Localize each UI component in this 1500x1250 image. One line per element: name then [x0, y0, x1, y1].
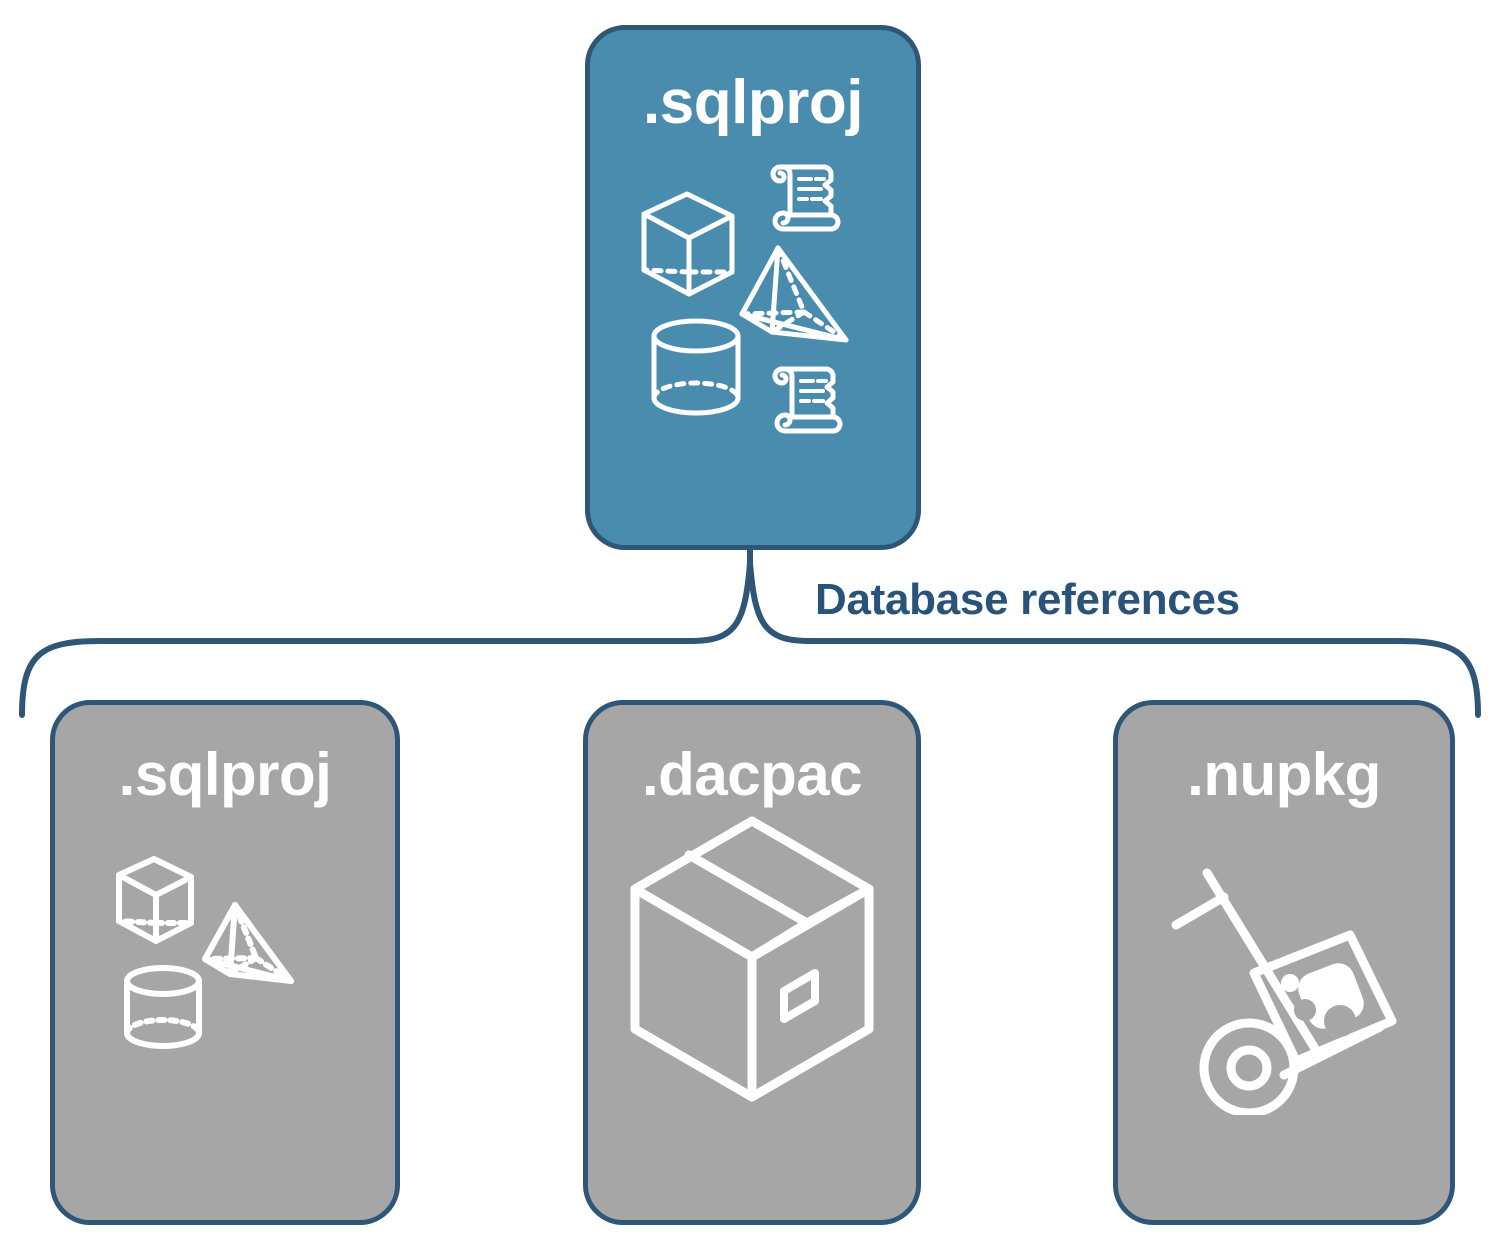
shipping-box-icon [630, 816, 874, 1102]
target-card-title-sqlproj: .sqlproj [118, 741, 332, 808]
brace-label: Database references [815, 575, 1240, 624]
brace-path [19, 562, 1481, 718]
source-card-artwork [590, 134, 916, 545]
source-icon-group [641, 164, 849, 434]
database-references-brace [19, 545, 1481, 718]
dolly-wheel-outer [1199, 1018, 1299, 1115]
cube-wireframe-icon [641, 191, 735, 297]
box-top-edges [630, 884, 874, 962]
pyramid-wireframe-icon [202, 902, 294, 984]
dolly-handle-bar [1171, 892, 1229, 930]
scroll-icon [770, 164, 841, 232]
cylinder-wireframe-icon [651, 318, 741, 416]
dolly-wheel-hub [1226, 1045, 1272, 1091]
scroll-icon [772, 366, 843, 434]
pyramid-wireframe-icon [739, 245, 849, 343]
box-label-icon [780, 969, 819, 1023]
target-card-nupkg[interactable]: .nupkg [1113, 700, 1455, 1225]
sqlproj-icon-group [116, 856, 294, 1049]
dolly-shaft [1202, 868, 1319, 1052]
target-artwork-dacpac [588, 805, 916, 1220]
box-tape-inner [747, 918, 812, 962]
target-artwork-sqlproj [55, 805, 395, 1220]
cylinder-wireframe-icon [124, 965, 202, 1049]
box-tape-right [802, 884, 874, 928]
source-card-title: .sqlproj [643, 68, 863, 137]
target-card-sqlproj[interactable]: .sqlproj [50, 700, 400, 1225]
nuget-package-icon [1249, 930, 1397, 1066]
hand-truck-icon [1171, 868, 1397, 1115]
target-card-title-nupkg: .nupkg [1187, 741, 1381, 808]
target-artwork-nupkg [1118, 805, 1450, 1220]
target-card-title-dacpac: .dacpac [642, 741, 862, 808]
source-card-sqlproj[interactable]: .sqlproj [585, 25, 921, 550]
target-card-dacpac[interactable]: .dacpac [583, 700, 921, 1225]
nuget-logo-cutouts [1294, 999, 1356, 1037]
cube-wireframe-icon [116, 856, 194, 944]
box-tape-left [684, 850, 812, 928]
